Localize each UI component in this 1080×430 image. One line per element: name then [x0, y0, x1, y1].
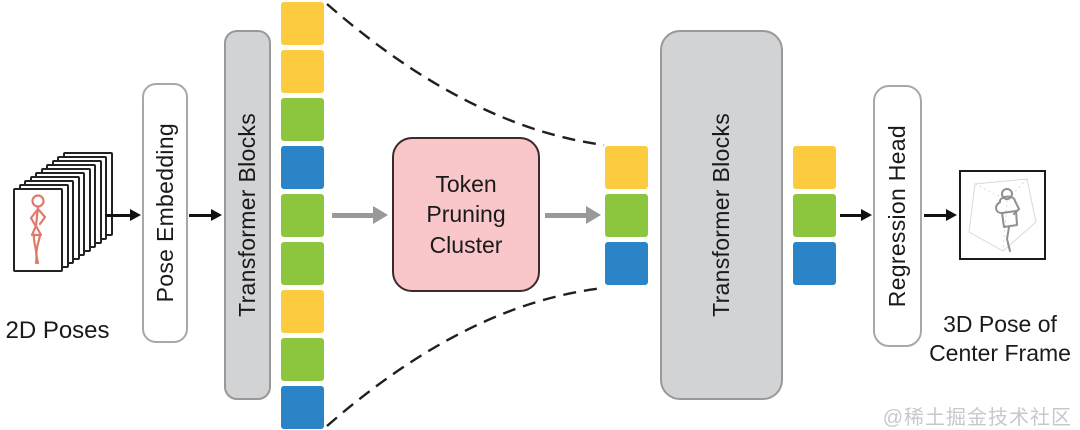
token-pruning-cluster-block: Token Pruning Cluster	[392, 137, 540, 292]
token-column-pruned-in	[605, 146, 648, 285]
transformer-blocks-1: Transformer Blocks	[224, 30, 271, 400]
arrow-pruning-to-tokens	[545, 206, 601, 224]
token-green	[281, 98, 324, 141]
token-column-pruned-out	[793, 146, 836, 285]
token-green	[793, 194, 836, 237]
regression-head-label: Regression Head	[884, 124, 910, 308]
arrow-tokens-to-pruning	[332, 206, 388, 224]
pruning-label-line3: Cluster	[429, 231, 503, 258]
pruning-label-line1: Token	[435, 170, 497, 197]
token-blue	[605, 242, 648, 285]
pose-embedding-block: Pose Embedding	[142, 83, 188, 343]
arrow-input-to-embedding	[105, 206, 141, 224]
pruning-label-line2: Pruning	[426, 201, 506, 228]
arrow-regression-to-output	[924, 206, 957, 224]
token-yellow	[605, 146, 648, 189]
token-yellow	[281, 290, 324, 333]
arrow-embedding-to-transformer1	[189, 206, 222, 224]
token-yellow	[281, 2, 324, 45]
token-green	[281, 242, 324, 285]
regression-head-block: Regression Head	[873, 85, 922, 347]
token-blue	[281, 146, 324, 189]
token-yellow	[281, 50, 324, 93]
pose-frame-front	[13, 188, 63, 272]
3d-skeleton-icon	[968, 178, 1037, 252]
token-green	[605, 194, 648, 237]
token-blue	[281, 386, 324, 429]
output-label-line2: Center Frame	[929, 340, 1071, 367]
token-column-full	[281, 2, 324, 429]
output-label-line1: 3D Pose of	[943, 311, 1057, 337]
input-label: 2D Poses	[5, 317, 110, 344]
output-label: 3D Pose of Center Frame	[918, 310, 1080, 369]
token-green	[281, 194, 324, 237]
transformer-blocks-2-label: Transformer Blocks	[708, 113, 734, 317]
watermark: @稀土掘金技术社区	[882, 407, 1072, 429]
token-green	[281, 338, 324, 381]
token-yellow	[793, 146, 836, 189]
token-blue	[793, 242, 836, 285]
transformer-blocks-1-label: Transformer Blocks	[234, 113, 260, 317]
pose-embedding-label: Pose Embedding	[151, 123, 178, 303]
arrow-tokens-to-regression	[840, 206, 872, 224]
transformer-blocks-2: Transformer Blocks	[660, 30, 783, 400]
2d-skeleton-icon	[29, 194, 47, 265]
3d-pose-image	[959, 170, 1046, 260]
